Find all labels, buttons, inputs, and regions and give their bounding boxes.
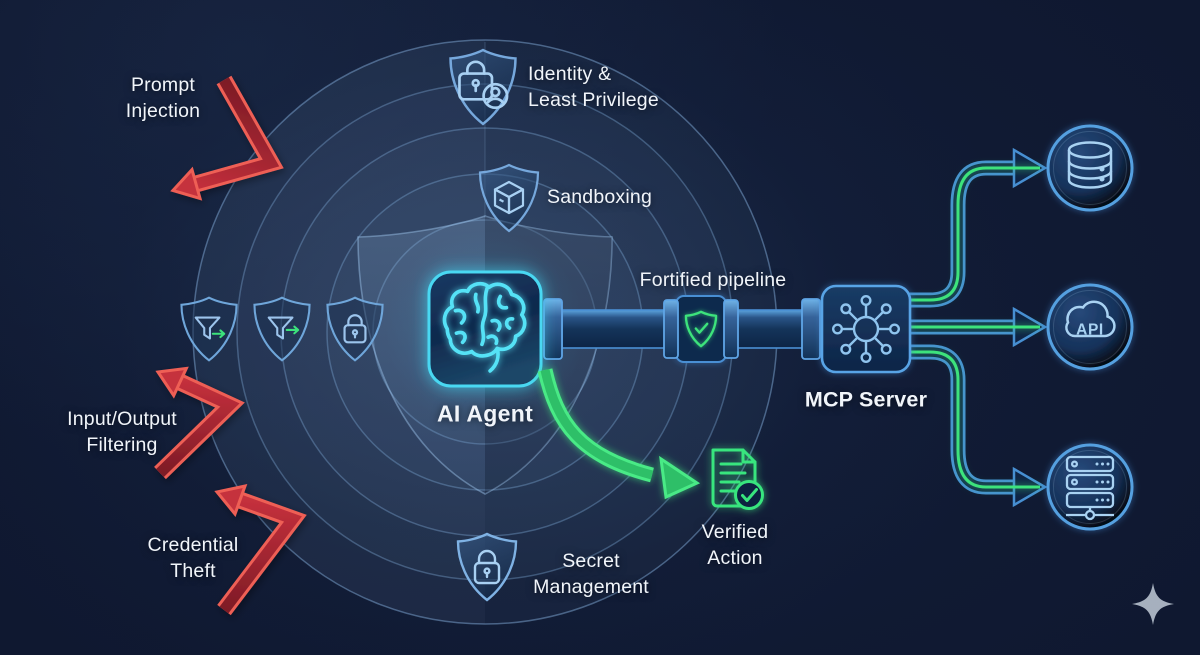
defense-line: Secret: [562, 549, 620, 572]
flow-arrow-icon: [211, 329, 226, 339]
checkpoint-shield-icon: [684, 310, 718, 348]
filter-funnel-icon: [194, 316, 226, 340]
threat-line: Filtering: [86, 434, 158, 456]
defense-label-identity: Identity & Least Privilege: [528, 61, 659, 113]
threat-line: Prompt: [130, 73, 196, 96]
filter-shield-badge-1: [180, 296, 238, 362]
lock-icon: [343, 314, 367, 344]
server-rack-icon: [1065, 455, 1115, 521]
defense-label-sandboxing: Sandboxing: [547, 184, 652, 210]
mcp-text: MCP Server: [804, 387, 928, 412]
sparkle-icon: [1132, 583, 1174, 625]
endpoint-database: [1046, 124, 1134, 212]
ai-agent-label: AI Agent: [437, 399, 533, 430]
identity-shield-badge: [449, 48, 517, 126]
lock-person-icon: [458, 60, 509, 110]
output-data-flow: [908, 166, 1040, 489]
lock-icon: [473, 549, 501, 585]
threat-label-io-filtering: Input/Output Filtering: [67, 406, 177, 458]
verified-action-label: Verified Action: [702, 519, 769, 571]
defense-label-secret-management: Secret Management: [533, 548, 649, 600]
defense-line: Sandboxing: [547, 185, 653, 208]
threat-arrow-io-filtering: [154, 366, 245, 480]
threat-line: Input/Output: [67, 407, 177, 430]
ai-agent-text: AI Agent: [436, 400, 534, 427]
filter-shield-badge-2: [253, 296, 311, 362]
threat-line: Theft: [170, 560, 216, 582]
flow-arrow-icon: [285, 325, 300, 335]
verified-line: Action: [707, 547, 763, 569]
mcp-hub-icon: [832, 295, 901, 364]
api-cloud-icon: [1065, 300, 1116, 338]
sandbox-shield-badge: [478, 163, 540, 233]
mcp-server-node: [820, 284, 912, 374]
sandbox-box-icon: [493, 180, 525, 215]
mcp-server-label: MCP Server: [805, 386, 927, 415]
threat-label-prompt-injection: Prompt Injection: [126, 72, 200, 124]
mcp-output-paths: [908, 147, 1048, 508]
pipeline-text: Fortified pipeline: [639, 268, 787, 291]
threat-line: Credential: [147, 533, 239, 556]
database-icon: [1067, 141, 1113, 189]
api-text: API: [1076, 321, 1104, 339]
secret-shield-badge: [456, 532, 518, 602]
threat-line: Injection: [125, 100, 201, 122]
verified-document-icon: [711, 448, 764, 510]
defense-line: Identity &: [528, 62, 612, 85]
verified-line: Verified: [701, 520, 769, 543]
defense-line: Least Privilege: [528, 89, 659, 111]
fortified-pipeline-label: Fortified pipeline: [640, 267, 787, 293]
threat-arrow-credential-theft: [214, 483, 307, 616]
threat-label-credential-theft: Credential Theft: [148, 532, 239, 584]
endpoint-api: [1046, 283, 1134, 371]
fortified-pipeline-pipe: [543, 295, 821, 363]
lock-shield-badge: [326, 296, 384, 362]
verified-action-arrow: [537, 368, 701, 500]
filter-funnel-icon: [267, 316, 300, 340]
defense-line: Management: [533, 576, 649, 598]
endpoint-server-rack: [1046, 443, 1134, 531]
api-label: API: [1076, 321, 1104, 342]
brain-icon: [442, 281, 527, 373]
ai-agent-node: [427, 270, 543, 388]
threat-arrow-prompt-injection: [170, 75, 284, 201]
